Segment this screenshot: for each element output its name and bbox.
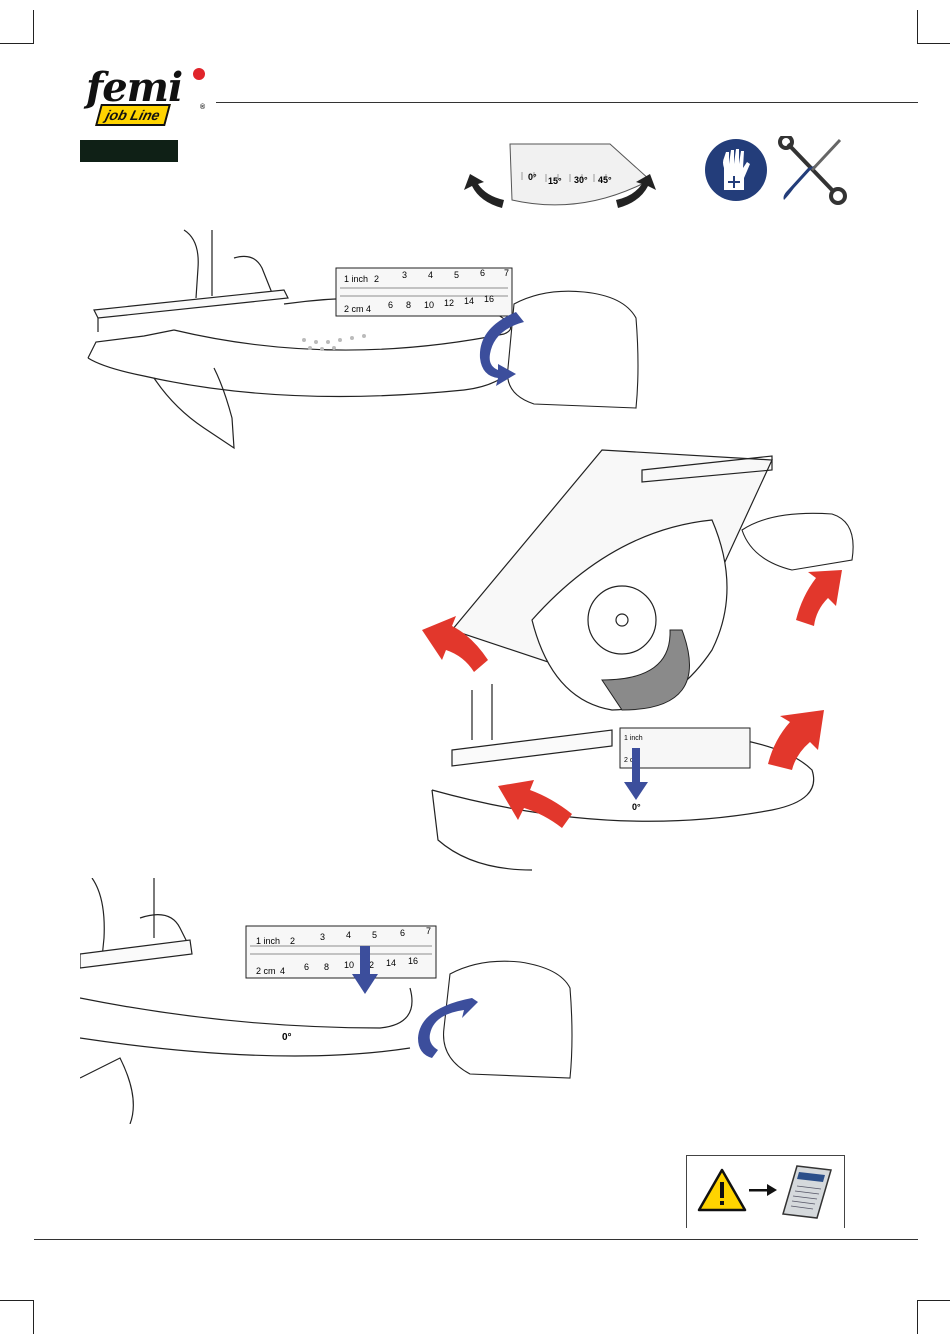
scale3-inch-6: 6	[400, 928, 405, 938]
scale1-cm-label: 2 cm	[344, 304, 364, 314]
scale1-cm-12: 12	[444, 298, 454, 308]
scale1-inch-7: 7	[504, 268, 509, 278]
scale3-inch-7: 7	[426, 926, 431, 936]
scale1-inch-2: 2	[374, 274, 379, 284]
scale1-inch-label: 1 inch	[344, 274, 368, 284]
scale3-cm-16: 16	[408, 956, 418, 966]
scale3-cm-10: 10	[344, 960, 354, 970]
protractor-tick-0: 0°	[528, 172, 537, 182]
arrow-right-icon	[749, 1184, 777, 1196]
manual-icon	[781, 1164, 833, 1220]
zero-mark-3: 0°	[282, 1032, 292, 1043]
crop-mark-bl-v	[33, 1300, 34, 1334]
illustration-saw-head-lift: 1 inch 2 cm 0°	[412, 410, 862, 880]
scale1-cm-16: 16	[484, 294, 494, 304]
crop-mark-br-h	[917, 1300, 950, 1301]
zero-mark-2: 0°	[632, 802, 641, 812]
scale2-inch-label: 1 inch	[624, 735, 643, 742]
red-arrow-right-bottom	[768, 710, 824, 770]
crop-mark-tr-h	[917, 43, 950, 44]
crop-mark-tl-v	[33, 10, 34, 44]
scale3-inch-4: 4	[346, 930, 351, 940]
scale3-cm-4: 4	[280, 966, 285, 976]
bevel-protractor-diagram: 0° 15° 30° 45°	[462, 136, 662, 212]
brand-logo: femi job Line ®	[80, 64, 210, 130]
wrench-screwdriver-icon	[778, 136, 848, 206]
red-arrow-right-top	[796, 570, 842, 626]
protractor-tick-30: 30°	[574, 175, 588, 185]
scale3-cm-14: 14	[386, 958, 396, 968]
scale3-cm-8: 8	[324, 962, 329, 972]
crop-mark-tl-h	[0, 43, 34, 44]
section-tab	[80, 140, 178, 162]
brand-registered-mark: ®	[200, 104, 205, 111]
scale1-cm-4: 4	[366, 304, 371, 314]
scale1-cm-10: 10	[424, 300, 434, 310]
crop-mark-br-v	[917, 1300, 918, 1334]
warning-read-manual-box	[686, 1155, 845, 1228]
hand-outline-3	[444, 961, 572, 1078]
scale3-cm-6: 6	[304, 962, 309, 972]
scale1-inch-4: 4	[428, 270, 433, 280]
hand-outline-1	[508, 291, 638, 408]
header-rule	[216, 102, 918, 103]
scale1-inch-6: 6	[480, 268, 485, 278]
scale3-inch-3: 3	[320, 932, 325, 942]
rotate-left-arrow	[464, 174, 504, 208]
scale1-cm-6: 6	[388, 300, 393, 310]
scale3-inch-5: 5	[372, 930, 377, 940]
gloves-icon	[704, 138, 768, 202]
scale3-inch-label: 1 inch	[256, 936, 280, 946]
scale1-cm-8: 8	[406, 300, 411, 310]
scale1-inch-5: 5	[454, 270, 459, 280]
scale1-inch-3: 3	[402, 270, 407, 280]
scale3-inch-2: 2	[290, 936, 295, 946]
crop-mark-bl-h	[0, 1300, 34, 1301]
warning-icon	[697, 1168, 747, 1212]
protractor-tick-15: 15°	[548, 176, 562, 186]
illustration-lock-zero: 1 inch 2 3 4 5 6 7 2 cm 4 6 8 10 12 14 1…	[80, 878, 580, 1124]
brand-dot	[193, 68, 205, 80]
red-arrow-bottom-left	[498, 780, 572, 828]
scale3-cm-label: 2 cm	[256, 966, 276, 976]
crop-mark-tr-v	[917, 10, 918, 44]
protractor-tick-45: 45°	[598, 175, 612, 185]
hand-outline-2	[742, 513, 853, 570]
brand-line: job Line	[95, 104, 171, 126]
scale1-cm-14: 14	[464, 296, 474, 306]
footer-rule	[34, 1239, 918, 1240]
